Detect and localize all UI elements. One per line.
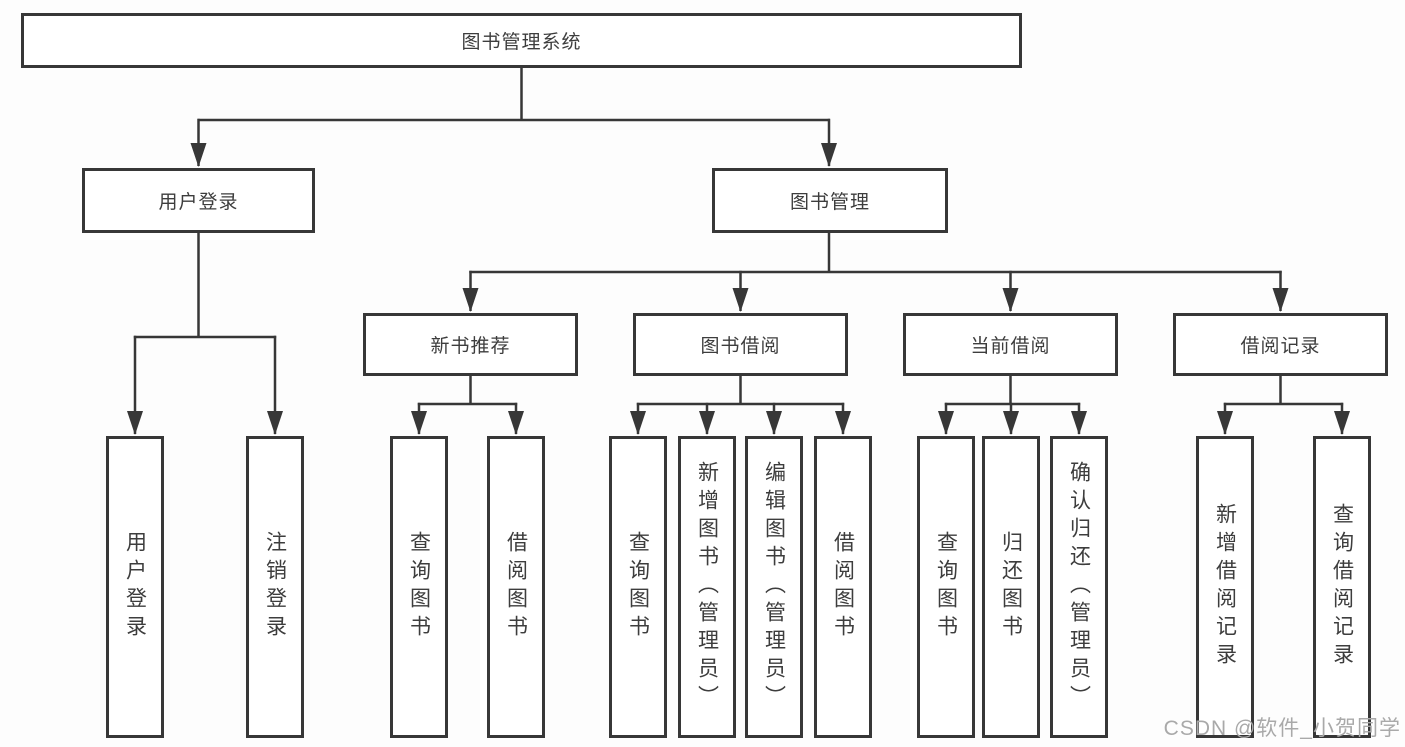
leaf-return-books: 归还图书 — [982, 436, 1040, 738]
leaf-confirm-return-admin-label: 确认归还（管理员） — [1067, 461, 1091, 713]
leaf-borrow-books-borrow-label: 借阅图书 — [831, 531, 855, 643]
leaf-return-books-label: 归还图书 — [999, 531, 1023, 643]
leaf-query-books-borrow-label: 查询图书 — [626, 531, 650, 643]
leaf-add-book-admin-label: 新增图书（管理员） — [695, 461, 719, 713]
node-book-management-label: 图书管理 — [789, 192, 870, 213]
leaf-query-books-borrow: 查询图书 — [609, 436, 667, 738]
node-root-library-system: 图书管理系统 — [21, 13, 1022, 68]
leaf-edit-book-admin: 编辑图书（管理员） — [745, 436, 803, 738]
node-book-borrowing: 图书借阅 — [633, 313, 848, 376]
leaf-query-borrow-record: 查询借阅记录 — [1313, 436, 1371, 738]
leaf-query-borrow-record-label: 查询借阅记录 — [1330, 503, 1354, 671]
leaf-query-books-current: 查询图书 — [917, 436, 975, 738]
leaf-logout-label: 注销登录 — [263, 531, 287, 643]
leaf-query-books-current-label: 查询图书 — [934, 531, 958, 643]
node-user-login: 用户登录 — [82, 168, 315, 233]
leaf-query-books-recommend: 查询图书 — [390, 436, 448, 738]
leaf-query-books-recommend-label: 查询图书 — [407, 531, 431, 643]
leaf-add-borrow-record-label: 新增借阅记录 — [1213, 503, 1237, 671]
leaf-borrow-books-recommend-label: 借阅图书 — [504, 531, 528, 643]
node-borrowing-records: 借阅记录 — [1173, 313, 1388, 376]
leaf-add-borrow-record: 新增借阅记录 — [1196, 436, 1254, 738]
node-current-borrowing-label: 当前借阅 — [970, 336, 1051, 357]
leaf-user-login-label: 用户登录 — [123, 531, 147, 643]
csdn-watermark: CSDN @软件_小贺同学 — [1163, 717, 1401, 740]
node-book-management: 图书管理 — [712, 168, 948, 233]
node-current-borrowing: 当前借阅 — [903, 313, 1118, 376]
leaf-edit-book-admin-label: 编辑图书（管理员） — [762, 461, 786, 713]
node-borrowing-records-label: 借阅记录 — [1240, 336, 1321, 357]
node-user-login-label: 用户登录 — [158, 192, 239, 213]
node-book-borrowing-label: 图书借阅 — [700, 336, 781, 357]
node-root-label: 图书管理系统 — [461, 32, 582, 53]
leaf-borrow-books-borrow: 借阅图书 — [814, 436, 872, 738]
leaf-logout: 注销登录 — [246, 436, 304, 738]
node-new-book-recommend-label: 新书推荐 — [430, 336, 511, 357]
leaf-add-book-admin: 新增图书（管理员） — [678, 436, 736, 738]
leaf-user-login: 用户登录 — [106, 436, 164, 738]
node-new-book-recommend: 新书推荐 — [363, 313, 578, 376]
leaf-borrow-books-recommend: 借阅图书 — [487, 436, 545, 738]
leaf-confirm-return-admin: 确认归还（管理员） — [1050, 436, 1108, 738]
